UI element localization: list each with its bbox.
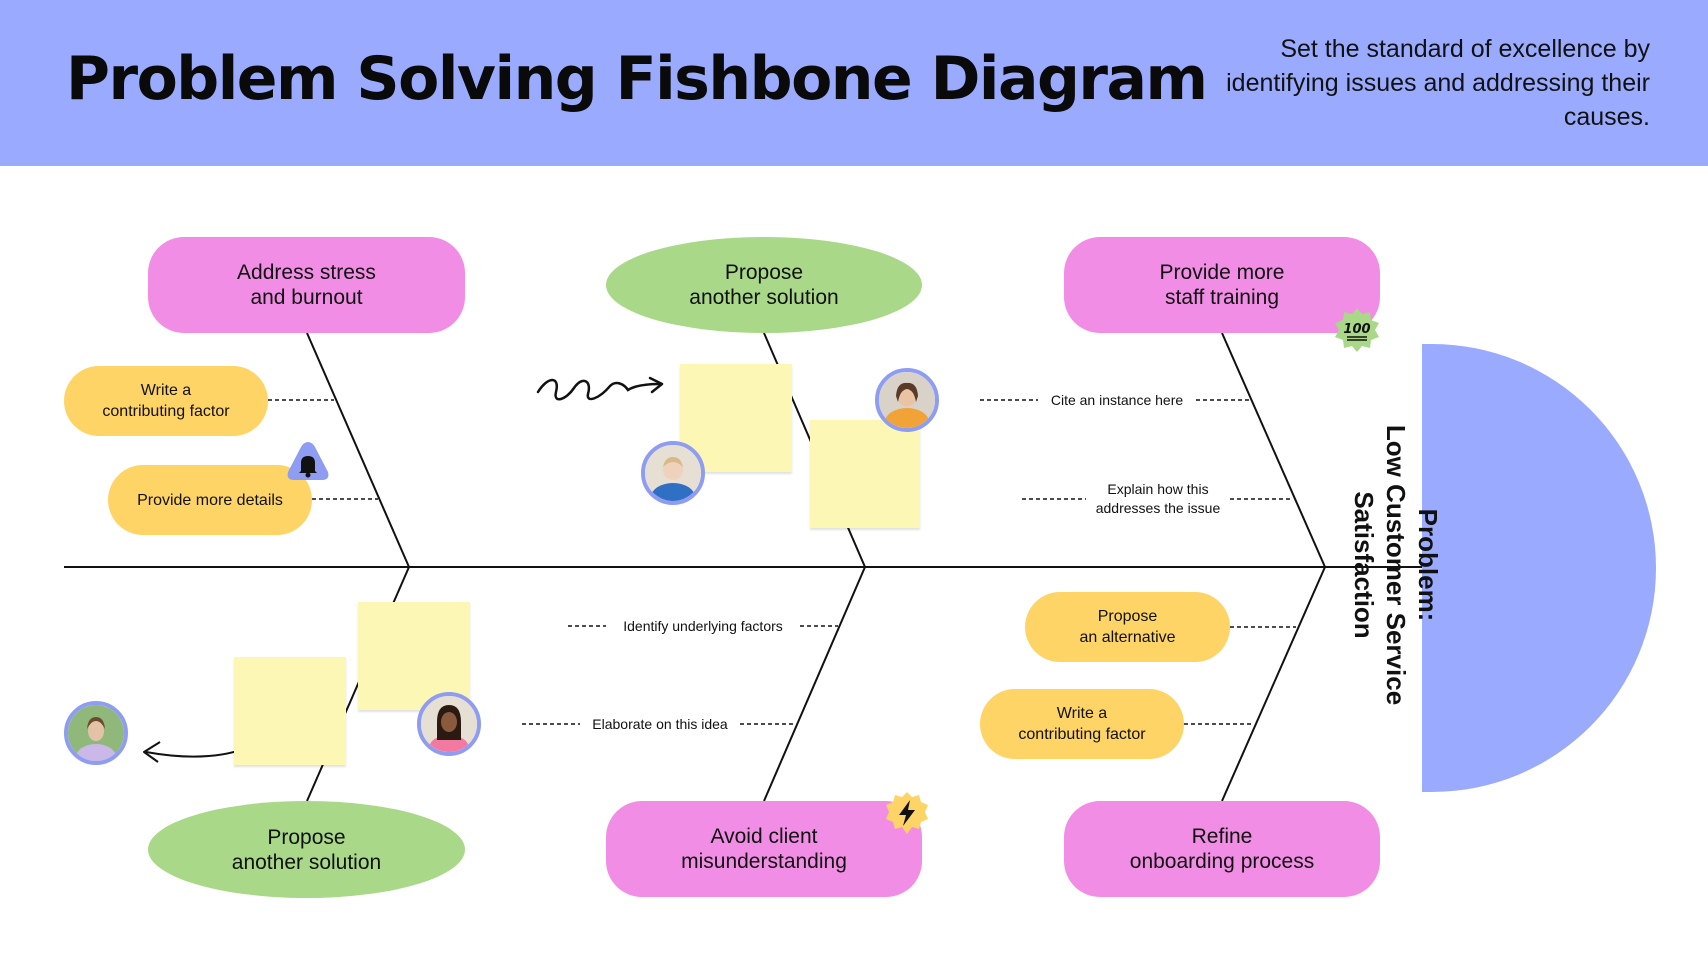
- category-top-center[interactable]: Propose another solution: [606, 237, 922, 333]
- factor-write-contributing-2[interactable]: Write a contributing factor: [980, 689, 1184, 759]
- factor-provide-more-details-label: Provide more details: [137, 491, 283, 509]
- avatar-woman-pink: [417, 692, 481, 756]
- bell-icon: [284, 438, 332, 486]
- category-top-center-label: Propose another solution: [689, 261, 839, 309]
- factor-provide-more-details[interactable]: Provide more details: [108, 465, 312, 535]
- squiggle-arrow: [536, 378, 662, 401]
- category-bottom-left[interactable]: Propose another solution: [148, 801, 465, 898]
- page-title: Problem Solving Fishbone Diagram: [66, 44, 1208, 114]
- category-bottom-right-label: Refine onboarding process: [1129, 825, 1315, 873]
- factor-write-contributing-1[interactable]: Write a contributing factor: [64, 366, 268, 436]
- avatar-woman-green: [64, 701, 128, 765]
- bone-bottom-center: [763, 566, 866, 802]
- category-top-right[interactable]: Provide more staff training: [1064, 237, 1380, 333]
- factor-propose-alternative[interactable]: Propose an alternative: [1025, 592, 1230, 662]
- curved-arrowhead: [143, 741, 161, 763]
- bone-top-left: [306, 332, 410, 568]
- category-top-left-label: Address stress and burnout: [237, 261, 376, 309]
- bone-top-right: [1221, 332, 1326, 568]
- sticky-note[interactable]: [810, 420, 920, 528]
- category-bottom-right[interactable]: Refine onboarding process: [1064, 801, 1380, 897]
- category-top-right-label: Provide more staff training: [1159, 261, 1285, 309]
- bone-bottom-right: [1221, 566, 1326, 802]
- squiggle-arrowhead: [648, 376, 664, 394]
- annotation-elaborate: Elaborate on this idea: [592, 715, 728, 732]
- problem-label: Problem: Low Customer Service Satisfacti…: [1349, 424, 1443, 706]
- factor-write-contributing-2-label: Write a contributing factor: [1018, 705, 1146, 743]
- category-bottom-left-label: Propose another solution: [231, 825, 382, 874]
- annotation-cite-instance: Cite an instance here: [1050, 391, 1184, 408]
- page-subtitle: Set the standard of excellence by identi…: [1226, 35, 1650, 131]
- annotation-explain-how: Explain how this addresses the issue: [1095, 481, 1221, 516]
- category-bottom-center-label: Avoid client misunderstanding: [681, 825, 847, 873]
- factor-propose-alternative-label: Propose an alternative: [1079, 608, 1176, 646]
- header-banner: Problem Solving Fishbone Diagram Set the…: [0, 0, 1708, 166]
- hundred-points-icon: 100: [1333, 306, 1381, 354]
- factor-write-contributing-1-label: Write a contributing factor: [102, 382, 230, 420]
- sticky-note[interactable]: [234, 657, 346, 765]
- problem-head-shape: [1422, 344, 1656, 792]
- hundred-badge-text: 100: [1343, 322, 1370, 337]
- category-bottom-center[interactable]: Avoid client misunderstanding: [606, 801, 922, 897]
- annotation-identify-factors: Identify underlying factors: [623, 617, 783, 634]
- avatar-man-blue: [641, 441, 705, 505]
- lightning-icon: [884, 790, 930, 836]
- category-top-left[interactable]: Address stress and burnout: [148, 237, 465, 333]
- avatar-woman-orange: [875, 368, 939, 432]
